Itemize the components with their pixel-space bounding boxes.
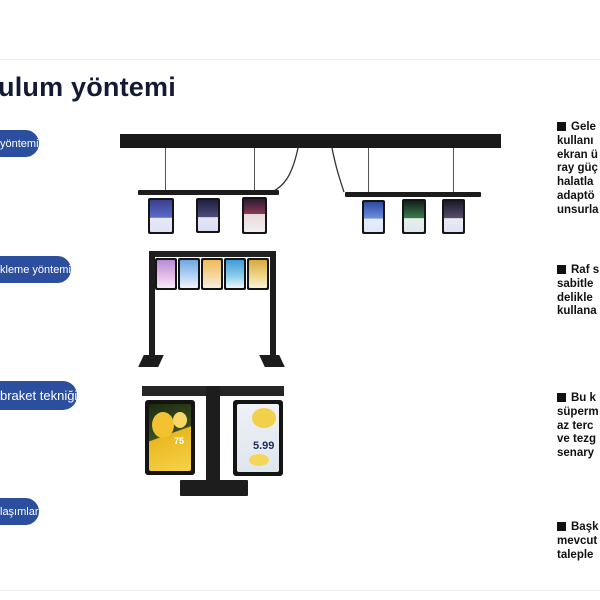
stand-post-left — [149, 251, 155, 367]
display-screen — [201, 258, 223, 290]
hanging-wire — [254, 148, 255, 190]
section-label-text: laşımlar — [0, 505, 39, 518]
stand-post-right — [270, 251, 276, 367]
display-screen — [247, 258, 269, 290]
page-title: ulum yöntemi — [0, 72, 176, 102]
description-bracket: Bu k süperm az terc ve tezg senary — [557, 392, 600, 461]
display-screen — [224, 258, 246, 290]
bracket-column — [206, 386, 220, 482]
description-hanging: Gele kullanı ekran ü ray güç halatla ada… — [557, 121, 600, 218]
description-line: mevcut — [557, 534, 598, 547]
shelf-top-bar — [149, 251, 275, 257]
hanging-wire — [165, 148, 166, 190]
section-label-hanging[interactable]: yöntemi — [0, 130, 39, 157]
description-line: Bu k — [571, 392, 596, 404]
bullet-icon — [557, 522, 566, 531]
hanging-wire — [368, 148, 369, 192]
description-line: Raf s — [571, 264, 600, 276]
section-label-text: kleme yöntemi — [0, 263, 71, 276]
description-line: Gele — [571, 121, 596, 133]
footer-divider — [0, 590, 600, 591]
stand-foot-left — [138, 355, 164, 367]
description-line: taleple — [557, 548, 594, 561]
description-line: adaptö — [557, 189, 595, 202]
display-screen — [442, 199, 465, 234]
section-label-shelf[interactable]: kleme yöntemi — [0, 256, 71, 283]
description-line: sabitle — [557, 277, 594, 290]
bullet-icon — [557, 265, 566, 274]
description-line: az terc — [557, 419, 594, 432]
description-line: ray güç — [557, 162, 598, 175]
price-tag: 75 — [174, 436, 185, 446]
bracket-base — [180, 480, 248, 496]
power-cable — [271, 147, 345, 193]
price-tag: 5.99 — [253, 440, 275, 452]
hanging-bar-left — [138, 190, 279, 195]
description-line: unsurla — [557, 203, 599, 216]
description-shelf: Raf s sabitle delikle kullana — [557, 264, 600, 319]
display-screen — [402, 199, 426, 234]
ceiling-rail — [120, 134, 501, 148]
description-line: delikle — [557, 291, 593, 304]
description-line: halatla — [557, 176, 594, 189]
display-screen — [178, 258, 200, 290]
bullet-icon — [557, 393, 566, 402]
display-screen — [242, 197, 267, 234]
display-screen-right: 5.99 — [233, 400, 283, 476]
display-screen-left: 75 — [145, 400, 195, 475]
description-line: kullana — [557, 305, 597, 318]
section-label-other[interactable]: laşımlar — [0, 498, 39, 525]
display-screen — [362, 200, 385, 234]
bullet-icon — [557, 122, 566, 131]
section-label-bracket[interactable]: braket tekniği — [0, 381, 78, 410]
display-screen — [196, 198, 220, 233]
display-screen — [148, 198, 174, 234]
hanging-wire — [453, 148, 454, 192]
stand-foot-right — [259, 355, 285, 367]
description-line: süperm — [557, 405, 599, 418]
hanging-bar-right — [345, 192, 481, 197]
description-line: ve tezg — [557, 433, 596, 446]
display-screen — [155, 258, 177, 290]
description-line: ekran ü — [557, 148, 598, 161]
header-divider — [0, 59, 600, 60]
section-label-text: yöntemi — [0, 137, 39, 150]
section-label-text: braket tekniği — [0, 388, 78, 403]
description-other: Başk mevcut taleple — [557, 521, 600, 562]
description-line: senary — [557, 447, 595, 460]
description-line: Başk — [571, 521, 599, 533]
description-line: kullanı — [557, 134, 594, 147]
